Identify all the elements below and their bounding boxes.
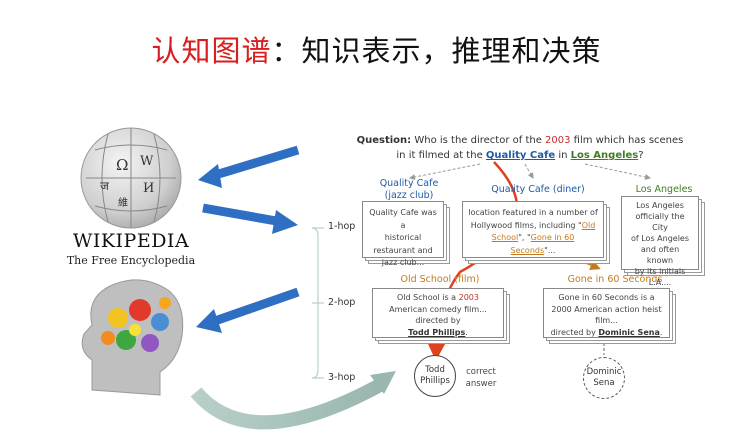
wikipedia-tagline: The Free Encyclopedia — [66, 254, 196, 267]
card-qc-diner: location featured in a number of Hollywo… — [462, 201, 604, 258]
wikipedia-wordmark: Wikipedia — [72, 230, 190, 252]
card-qc-diner-text: location featured in a number of Hollywo… — [468, 208, 598, 255]
blue-arrow-1 — [210, 145, 300, 181]
answer-node-dominic-sena: Dominic Sena — [583, 357, 625, 399]
card-old-school-text: Old School is a 2003 American comedy fil… — [389, 293, 487, 337]
slide-title: 认知图谱：知识表示，推理和决策 — [0, 28, 753, 70]
card-qc-jazz-text: Quality Cafe was a historical restaurant… — [369, 208, 437, 267]
svg-text:Ω: Ω — [116, 156, 128, 174]
answer-node-todd-phillips: Todd Phillips — [414, 355, 456, 397]
wikipedia-globe-icon: Ω W ज И 維 — [80, 127, 182, 229]
hop-bracket — [311, 227, 324, 379]
svg-text:ज: ज — [100, 179, 110, 193]
curved-arrow — [190, 378, 384, 430]
card-la: Los Angeles officially the City of Los A… — [621, 196, 699, 287]
svg-text:維: 維 — [118, 196, 128, 209]
hop-label-2: 2-hop — [328, 297, 356, 308]
blue-arrow-3 — [210, 287, 300, 327]
svg-text:W: W — [140, 154, 154, 169]
title-rest: ：知识表示，推理和决策 — [271, 34, 602, 68]
svg-text:И: И — [143, 181, 154, 196]
title-highlight: 认知图谱 — [151, 34, 272, 68]
card-old-school: Old School is a 2003 American comedy fil… — [372, 288, 504, 338]
node-title-qc-diner: Quality Cafe (diner) — [491, 184, 585, 195]
question-text: Question: Who is the director of the 200… — [356, 135, 684, 161]
node-title-gone60: Gone in 60 Seconds — [567, 274, 663, 285]
correct-answer-label: correct answer — [465, 367, 497, 389]
node-title-la: Los Angeles — [635, 184, 693, 195]
card-la-text: Los Angeles officially the City of Los A… — [630, 201, 690, 287]
node-title-qc-jazz: Quality Cafe (jazz club) — [379, 178, 439, 201]
card-gone60: Gone in 60 Seconds is a 2000 American ac… — [543, 288, 670, 338]
card-gone60-text: Gone in 60 Seconds is a 2000 American ac… — [550, 293, 663, 337]
brain-gears-icon — [81, 279, 184, 396]
hop-label-1: 1-hop — [328, 221, 356, 232]
blue-arrow-2 — [202, 203, 283, 227]
card-qc-jazz: Quality Cafe was a historical restaurant… — [362, 201, 444, 267]
hop-label-3: 3-hop — [328, 372, 356, 383]
node-title-old-school: Old School (film) — [400, 274, 480, 285]
